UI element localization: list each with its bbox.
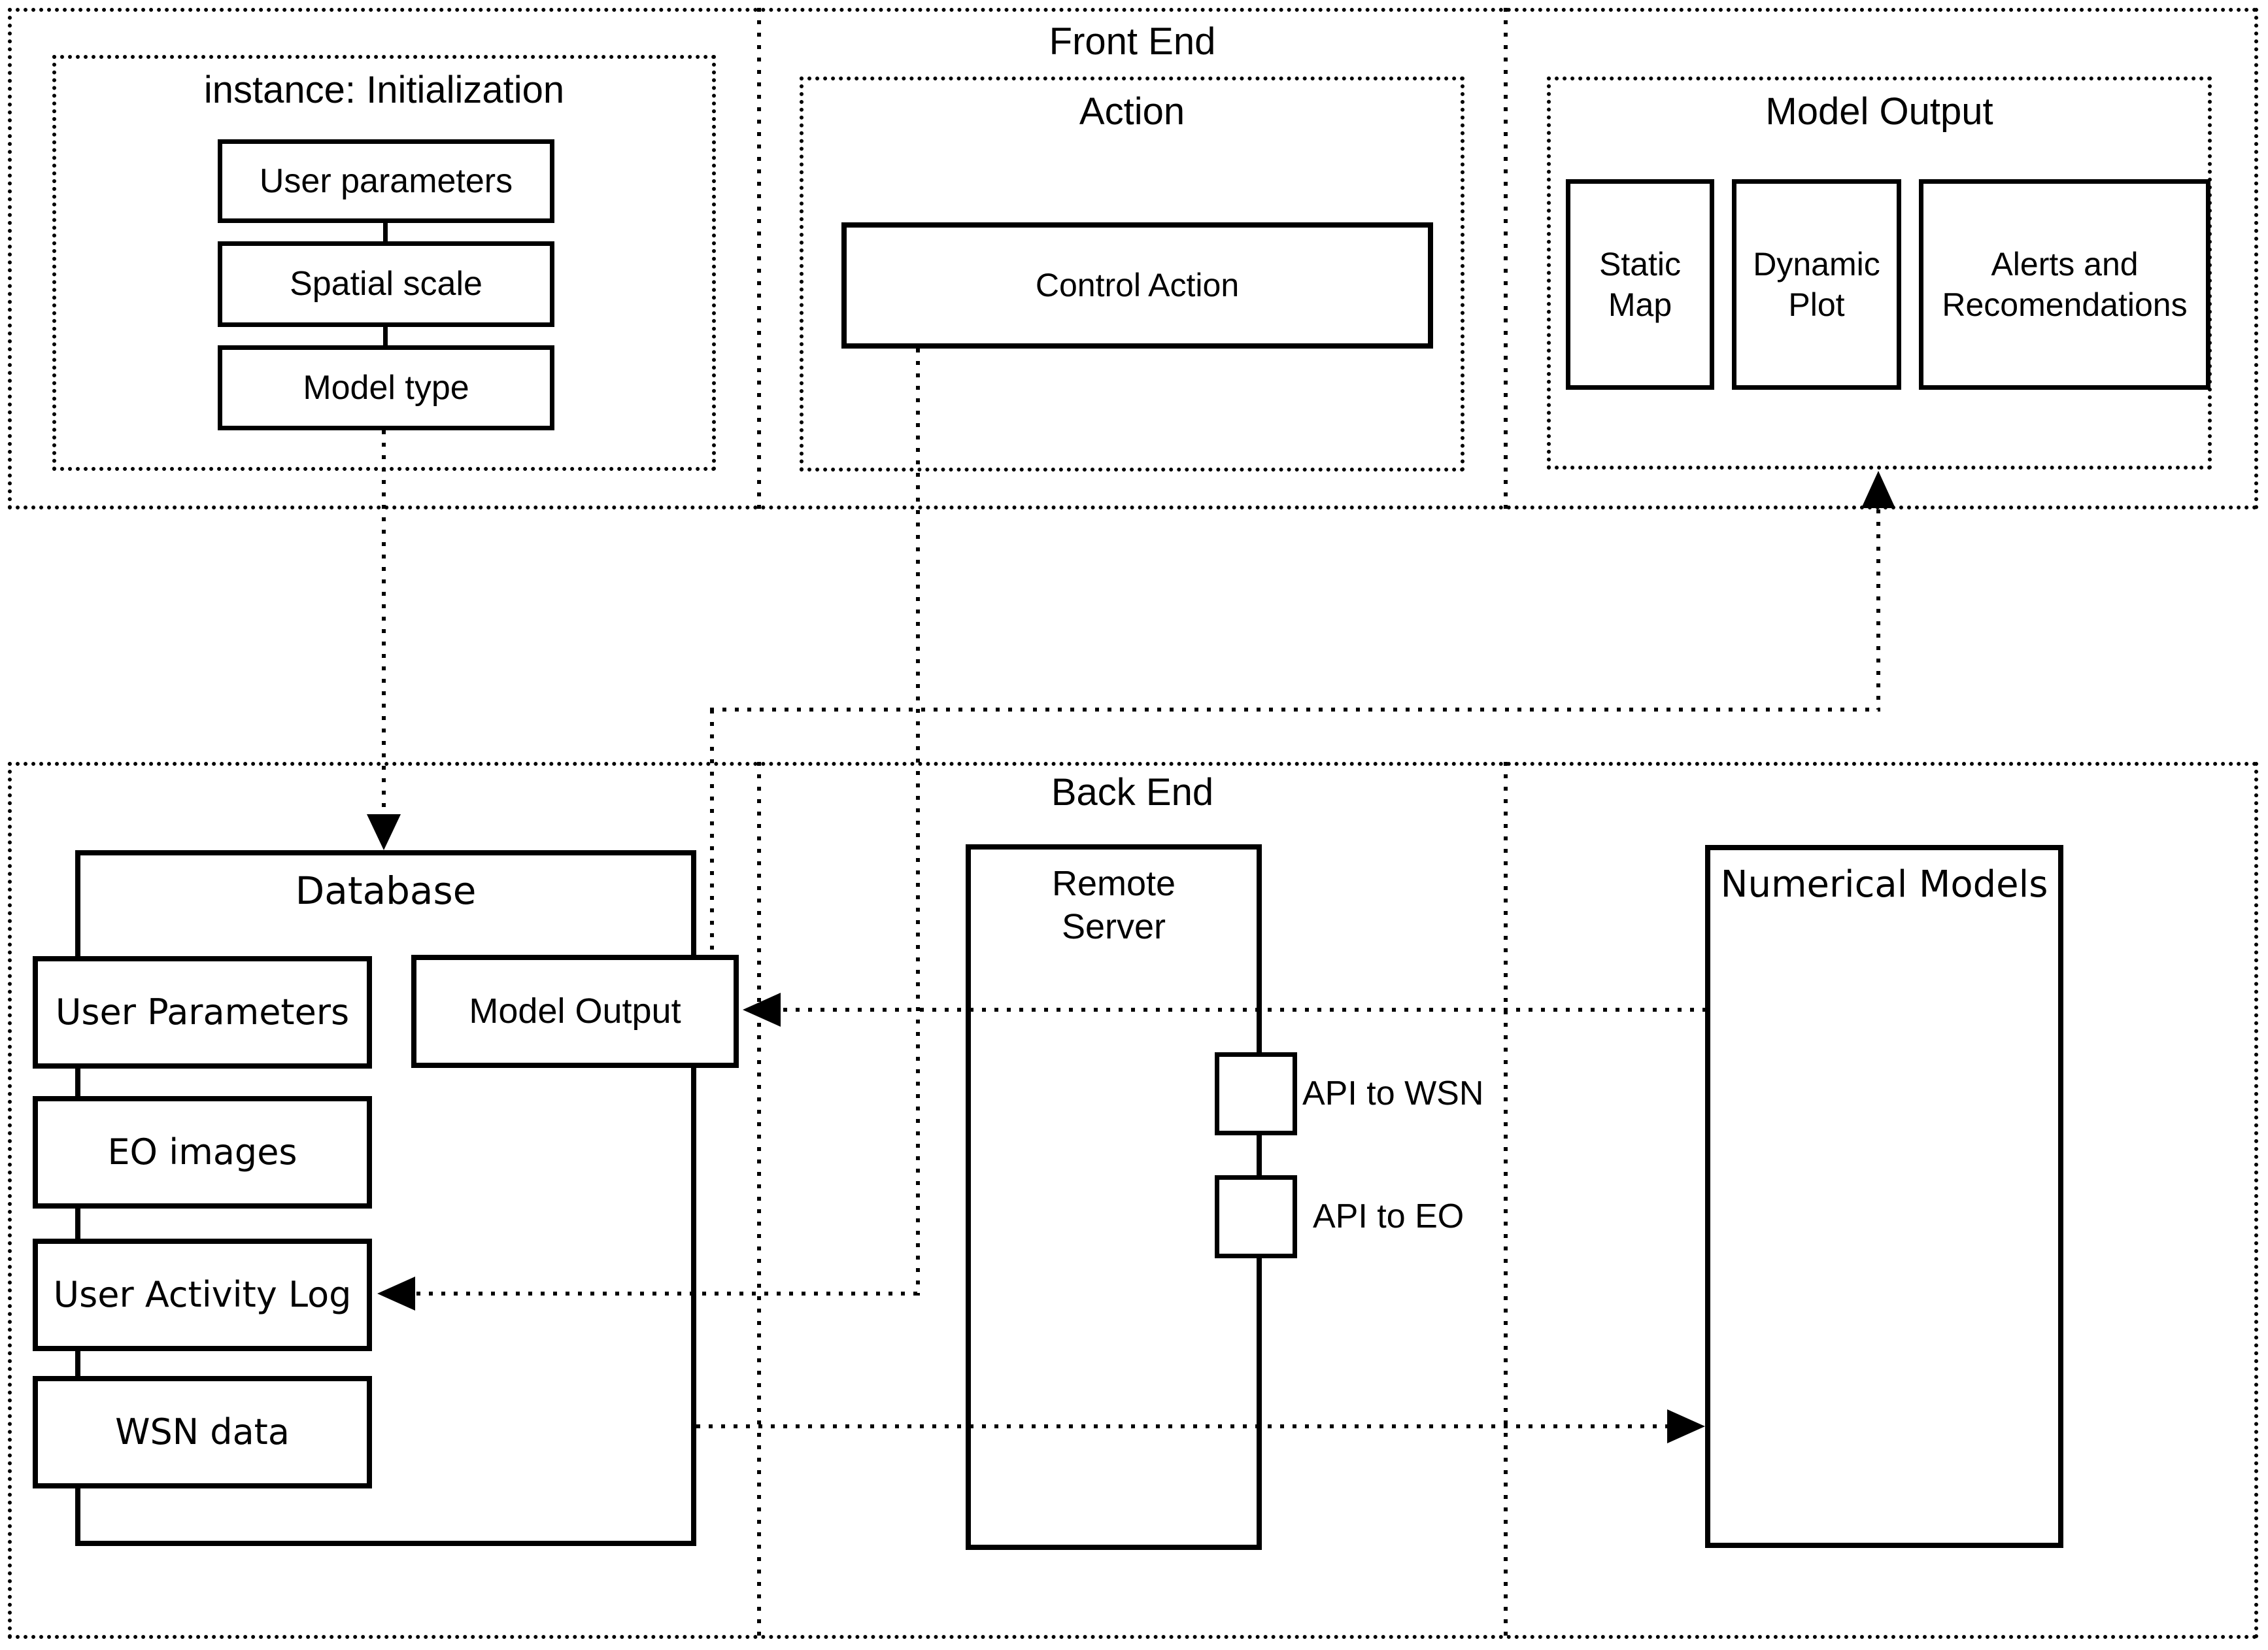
control-action-box: Control Action xyxy=(841,222,1433,349)
alerts-recommendations-label: Alerts and Recomendations xyxy=(1942,245,2188,324)
front-end-band-divider-left xyxy=(757,8,761,509)
back-end-band-divider-left xyxy=(757,762,761,1639)
remote-server-box: Remote Server xyxy=(966,844,1262,1550)
front-end-band-divider-right xyxy=(1504,8,1508,509)
edge-init-to-database-arrowhead xyxy=(367,814,401,850)
eo-images-label: EO images xyxy=(107,1131,297,1173)
db-model-output-label: Model Output xyxy=(469,991,681,1031)
edge-nm-to-modeloutput-arrowhead xyxy=(743,993,781,1027)
edge-output-feed-vertical-left xyxy=(710,710,714,955)
edge-output-feed-vertical-right xyxy=(1876,509,1880,710)
connector-userparams-spatial xyxy=(383,222,388,243)
static-map-box: Static Map xyxy=(1566,179,1714,390)
spatial-scale-box: Spatial scale xyxy=(218,241,554,327)
connector-spatial-modeltype xyxy=(383,326,388,347)
edge-init-to-database-line xyxy=(382,430,386,816)
db-model-output-box: Model Output xyxy=(411,955,739,1068)
numerical-models-box: Numerical Models xyxy=(1705,845,2063,1548)
remote-server-title: Remote Server xyxy=(1051,864,1176,946)
model-type-label: Model type xyxy=(303,368,469,407)
alerts-recommendations-box: Alerts and Recomendations xyxy=(1919,179,2210,390)
back-end-band-divider-right xyxy=(1504,762,1508,1639)
eo-images-box: EO images xyxy=(33,1096,372,1209)
edge-controlaction-vertical xyxy=(916,349,920,1296)
model-type-box: Model type xyxy=(218,345,554,430)
database-title: Database xyxy=(295,868,477,913)
numerical-models-title: Numerical Models xyxy=(1720,863,2048,906)
db-user-parameters-label: User Parameters xyxy=(55,991,350,1033)
edge-nm-to-modeloutput-line xyxy=(783,1008,1705,1012)
edge-output-feed-arrowhead xyxy=(1861,471,1895,508)
front-end-title: Front End xyxy=(1049,20,1216,63)
wsn-data-box: WSN data xyxy=(33,1376,372,1488)
model-output-cluster: Model Output xyxy=(1547,77,2212,470)
dynamic-plot-box: Dynamic Plot xyxy=(1732,179,1901,390)
edge-controlaction-horizontal xyxy=(416,1292,920,1296)
user-activity-log-box: User Activity Log xyxy=(33,1239,372,1351)
wsn-data-label: WSN data xyxy=(115,1411,290,1453)
edge-controlaction-arrowhead xyxy=(377,1277,415,1311)
db-user-parameters-box: User Parameters xyxy=(33,956,372,1069)
edge-database-to-nm-arrowhead xyxy=(1667,1409,1705,1443)
instance-initialization-title: instance: Initialization xyxy=(203,69,565,111)
action-title: Action xyxy=(1079,90,1185,133)
model-output-cluster-title: Model Output xyxy=(1765,90,1993,133)
api-to-wsn-port xyxy=(1215,1052,1297,1135)
edge-output-feed-horizontal xyxy=(710,708,1880,712)
back-end-title: Back End xyxy=(1051,771,1214,814)
api-to-eo-label: API to EO xyxy=(1313,1197,1464,1235)
api-to-wsn-label: API to WSN xyxy=(1302,1074,1484,1112)
front-end-band xyxy=(8,8,2258,509)
user-parameters-label: User parameters xyxy=(259,162,513,200)
api-to-eo-port xyxy=(1215,1175,1297,1258)
dynamic-plot-label: Dynamic Plot xyxy=(1753,245,1880,324)
user-parameters-box: User parameters xyxy=(218,139,554,223)
static-map-label: Static Map xyxy=(1599,245,1682,324)
control-action-label: Control Action xyxy=(1035,267,1240,304)
user-activity-log-label: User Activity Log xyxy=(53,1274,352,1316)
spatial-scale-label: Spatial scale xyxy=(290,265,482,303)
action-cluster: Action xyxy=(800,77,1464,472)
back-end-band xyxy=(8,762,2258,1639)
edge-database-to-nm-line xyxy=(696,1424,1667,1428)
